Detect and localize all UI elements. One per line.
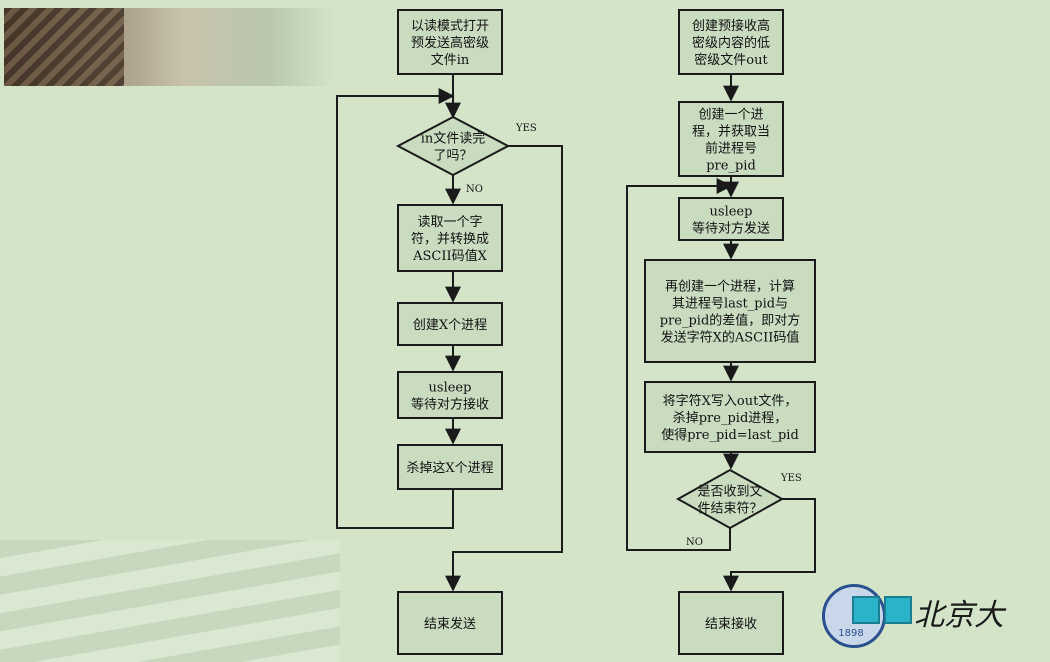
node-end-send [397, 591, 503, 655]
edge-decision-yes-to-end [445, 145, 563, 592]
edge-kill-loop-back [336, 88, 455, 529]
node-usleep-wait-send-label: usleep [710, 205, 753, 220]
node-open-file-label: 以读模式打开 [411, 19, 489, 34]
node-open-file-label: 预发送高密级 [411, 35, 489, 51]
node-read-char-label: 符，并转换成 [411, 231, 489, 247]
node-create-out-file-label: 密级内容的低 [692, 35, 770, 51]
roof-decoration [4, 8, 124, 86]
no-label-right: NO [686, 537, 703, 548]
node-kill-x-processes-label: 杀掉这X个进程 [406, 460, 493, 476]
node-read-char-label: 读取一个字 [417, 215, 482, 230]
campus-photo [4, 8, 334, 86]
node-create-process-label: 创建一个进 [698, 108, 763, 123]
node-eof-decision-label: 是否收到文 [697, 485, 762, 500]
flowchart-edges [336, 74, 816, 592]
node-create-out-file [678, 9, 784, 75]
edge-eof-no-loop-back [626, 178, 733, 551]
node-open-file-label: 文件in [431, 53, 470, 68]
node-write-char-label: 将字符X写入out文件， [663, 393, 798, 409]
node-create-process-label: 程，并获取当 [692, 125, 770, 140]
node-usleep-wait-send [678, 197, 784, 241]
university-logo: 1898 北京大 [822, 584, 1042, 648]
node-kill-x-processes [397, 444, 503, 490]
calligraphy-text: 北京大 [914, 598, 1004, 633]
node-create-again-label: 发送字符X的ASCII码值 [661, 330, 800, 346]
node-eof-decision [675, 468, 785, 530]
node-create-again-label: 再创建一个进程，计算 [665, 280, 795, 295]
node-usleep-wait-receive-label: usleep [429, 381, 472, 396]
node-usleep-wait-receive [397, 371, 503, 419]
node-usleep-wait-receive-label: 等待对方接收 [411, 397, 489, 413]
flowchart-labels: YES NO YES NO [466, 123, 802, 548]
node-create-out-file-label: 创建预接收高 [692, 18, 770, 34]
node-create-x-processes [397, 302, 503, 346]
year-text: 1898 [838, 628, 863, 639]
svg-text:1898: 1898 [838, 628, 863, 639]
edge-eof-yes-to-end [723, 498, 816, 592]
node-create-again-label: pre_pid的差值，即对方 [660, 313, 801, 329]
node-create-again [644, 259, 816, 363]
node-end-receive [678, 591, 784, 655]
node-create-process-label: 前进程号 [705, 141, 757, 157]
node-create-out-file-label: 密级文件out [694, 52, 768, 68]
node-file-done-decision-label: 了吗？ [433, 149, 472, 164]
node-eof-decision-label: 件结束符？ [697, 501, 762, 517]
node-create-again-label: 其进程号last_pid与 [672, 297, 788, 312]
node-write-char-label: 杀掉pre_pid进程， [673, 411, 788, 426]
no-label-left: NO [466, 184, 483, 195]
node-write-char-label: 使得pre_pid=last_pid [661, 427, 799, 443]
node-create-process-label: pre_pid [706, 159, 756, 174]
node-create-x-processes-label: 创建X个进程 [413, 318, 487, 333]
node-write-char [644, 381, 816, 453]
node-read-char-label: ASCII码值X [412, 248, 488, 264]
node-create-process [678, 101, 784, 177]
node-end-send-label: 结束发送 [424, 616, 476, 632]
background-decoration [0, 540, 340, 662]
node-file-done-decision [395, 115, 511, 177]
node-end-receive-label: 结束接收 [705, 616, 757, 632]
yes-label-left: YES [515, 123, 537, 134]
nav-home-button[interactable] [884, 596, 912, 624]
node-open-file [397, 9, 503, 75]
node-read-char [397, 204, 503, 272]
node-file-done-decision-label: in文件读完 [421, 132, 486, 147]
node-usleep-wait-send-label: 等待对方发送 [692, 221, 770, 237]
yes-label-right: YES [780, 473, 802, 484]
nav-play-button[interactable] [852, 596, 880, 624]
